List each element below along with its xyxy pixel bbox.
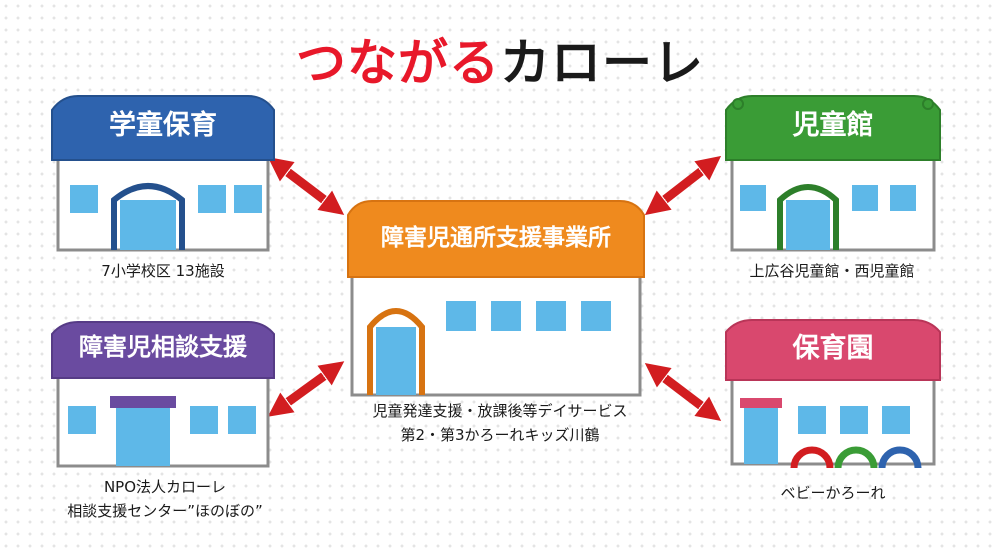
gakudo-label: 学童保育 bbox=[109, 110, 217, 141]
gakudo-building: 学童保育 bbox=[48, 92, 278, 252]
gakudo-caption: 7小学校区 13施設 bbox=[101, 262, 225, 280]
window bbox=[852, 185, 878, 211]
center-building: 障害児通所支援事業所 bbox=[346, 197, 646, 397]
arrow-shogaiji-center bbox=[277, 368, 335, 410]
window bbox=[491, 301, 521, 331]
center-label: 障害児通所支援事業所 bbox=[381, 225, 611, 251]
page-title: つながるカローレ bbox=[0, 28, 1000, 98]
arrow-jidokan-center bbox=[654, 163, 712, 208]
window bbox=[890, 185, 916, 211]
window bbox=[840, 406, 868, 434]
door bbox=[376, 327, 416, 395]
door bbox=[120, 200, 176, 250]
title-part-red: つながる bbox=[296, 34, 500, 92]
window bbox=[798, 406, 826, 434]
hoikuen-building-illustration bbox=[725, 319, 941, 469]
window bbox=[446, 301, 476, 331]
shogaiji-building: 障害児相談支援 bbox=[48, 318, 278, 468]
hoikuen-building: 保育園 bbox=[722, 316, 944, 476]
jidokan-building-illustration bbox=[725, 95, 941, 252]
gakudo-building-illustration bbox=[51, 95, 275, 252]
window bbox=[882, 406, 910, 434]
door bbox=[116, 408, 170, 466]
arrow-gakudo-center bbox=[277, 164, 335, 208]
window bbox=[198, 185, 226, 213]
shogaiji-label: 障害児相談支援 bbox=[79, 333, 247, 361]
center-caption-line1: 児童発達支援・放課後等デイサービス bbox=[372, 402, 628, 420]
hoikuen-label: 保育園 bbox=[792, 333, 874, 364]
door bbox=[786, 200, 830, 250]
window bbox=[70, 185, 98, 213]
awning bbox=[110, 396, 176, 408]
window bbox=[536, 301, 566, 331]
window bbox=[190, 406, 218, 434]
window bbox=[228, 406, 256, 434]
center-caption-line2: 第2・第3かろーれキッズ川鶴 bbox=[400, 426, 600, 444]
center-building-illustration bbox=[347, 200, 645, 397]
arrow-hoikuen-center bbox=[654, 370, 712, 414]
jidokan-label: 児童館 bbox=[792, 110, 874, 141]
shogaiji-caption-line2: 相談支援センター”ほのぼの” bbox=[67, 502, 263, 520]
awning bbox=[740, 398, 782, 408]
window bbox=[581, 301, 611, 331]
door bbox=[744, 408, 778, 464]
hoikuen-caption: ベビーかろーれ bbox=[780, 484, 886, 502]
title-part-black: カローレ bbox=[500, 34, 704, 92]
jidokan-building: 児童館 bbox=[722, 92, 944, 252]
shogaiji-building-illustration bbox=[51, 321, 275, 468]
window bbox=[68, 406, 96, 434]
jidokan-caption: 上広谷児童館・西児童館 bbox=[749, 262, 915, 280]
window bbox=[234, 185, 262, 213]
window bbox=[740, 185, 766, 211]
shogaiji-caption-line1: NPO法人カローレ bbox=[103, 478, 227, 496]
